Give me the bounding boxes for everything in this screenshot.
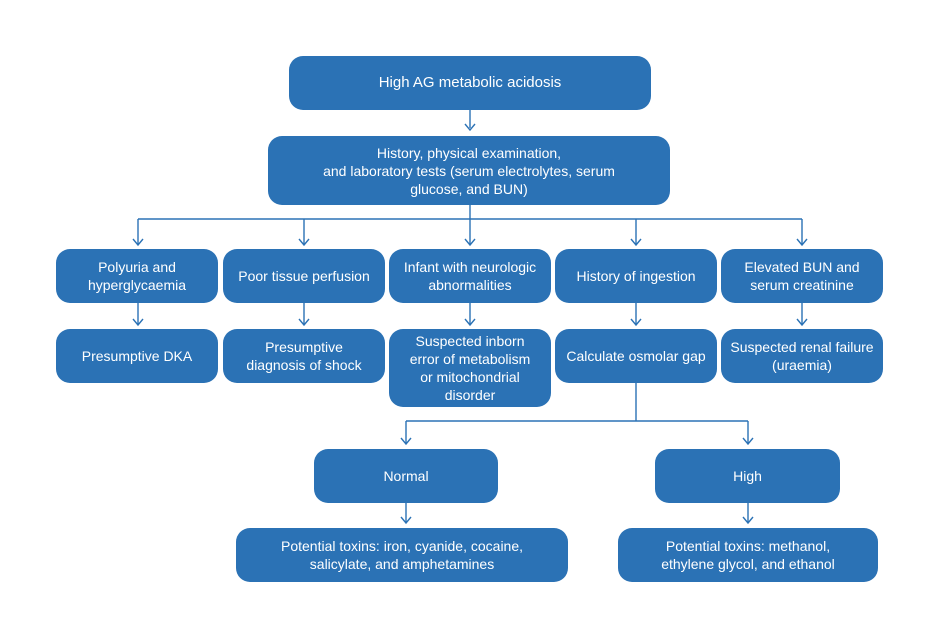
node-inborn: Suspected inborn error of metabolism or … — [389, 329, 551, 407]
arrowhead — [630, 318, 642, 327]
node-toxins-normal: Potential toxins: iron, cyanide, cocaine… — [236, 528, 568, 582]
arrowhead — [796, 238, 808, 247]
arrowhead — [132, 238, 144, 247]
node-toxins-high: Potential toxins: methanol, ethylene gly… — [618, 528, 878, 582]
arrowhead — [796, 318, 808, 327]
node-shock: Presumptive diagnosis of shock — [223, 329, 385, 383]
node-renal: Suspected renal failure (uraemia) — [721, 329, 883, 383]
node-high: High — [655, 449, 840, 503]
arrowhead — [464, 238, 476, 247]
node-history: History, physical examination, and labor… — [268, 136, 670, 205]
arrowhead — [630, 238, 642, 247]
node-polyuria: Polyuria and hyperglycaemia — [56, 249, 218, 303]
arrowhead — [742, 437, 754, 446]
node-root: High AG metabolic acidosis — [289, 56, 651, 110]
node-infant: Infant with neurologic abnormalities — [389, 249, 551, 303]
arrowhead — [298, 318, 310, 327]
node-poor-perfusion: Poor tissue perfusion — [223, 249, 385, 303]
arrowhead — [464, 318, 476, 327]
arrowhead — [400, 437, 412, 446]
arrowhead — [132, 318, 144, 327]
arrowhead — [464, 123, 476, 132]
arrowhead — [742, 516, 754, 525]
node-osmolar: Calculate osmolar gap — [555, 329, 717, 383]
node-dka: Presumptive DKA — [56, 329, 218, 383]
node-ingestion: History of ingestion — [555, 249, 717, 303]
arrowhead — [298, 238, 310, 247]
node-normal: Normal — [314, 449, 498, 503]
node-elevated-bun: Elevated BUN and serum creatinine — [721, 249, 883, 303]
arrowhead — [400, 516, 412, 525]
